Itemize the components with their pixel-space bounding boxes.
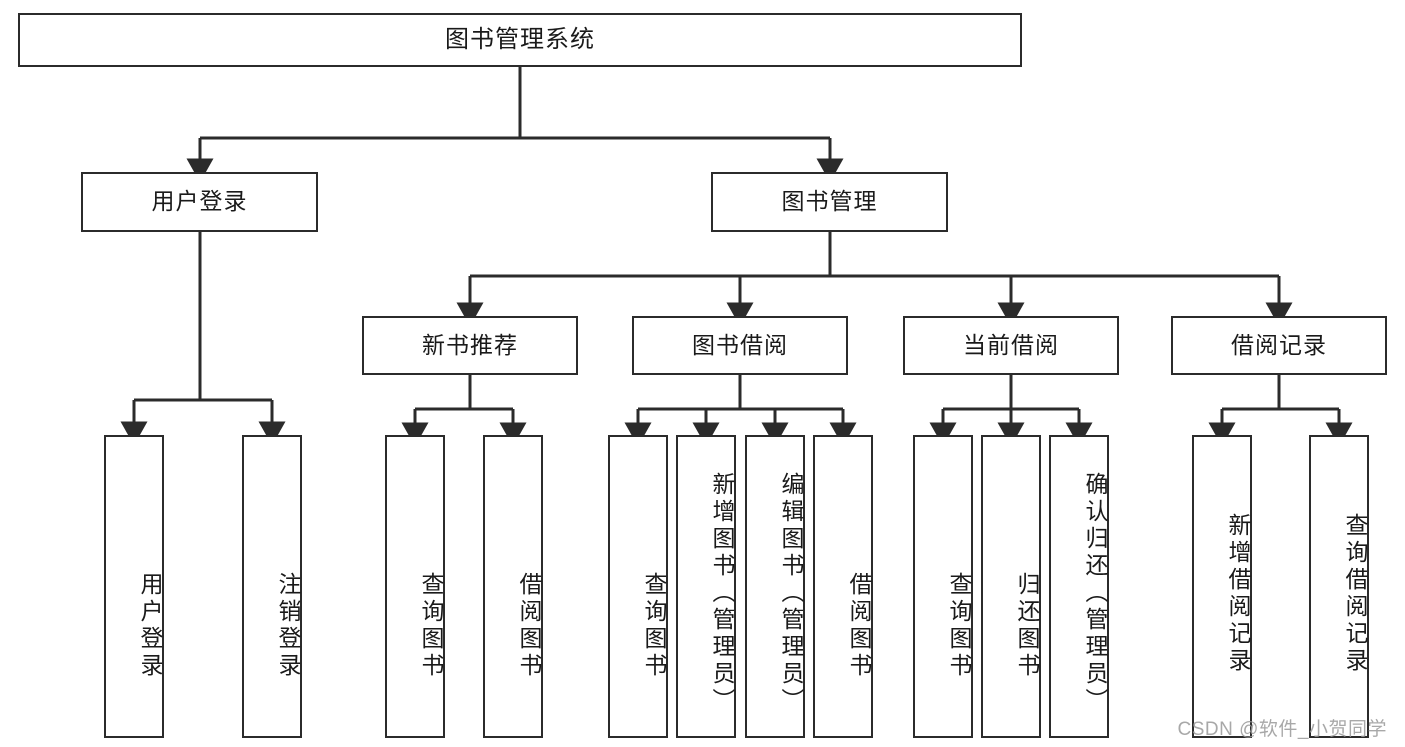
node-root-book-management-system[interactable]: 图书管理系统 (18, 13, 1022, 67)
node-label: 注销登录 (275, 571, 301, 680)
node-label: 新书推荐 (422, 331, 518, 358)
leaf-book-borrow-add-book-admin[interactable]: 新增图书（管理员） (676, 435, 736, 738)
node-label: 借阅图书 (516, 571, 542, 680)
node-label: 借阅图书 (846, 571, 872, 680)
leaf-user-login-login[interactable]: 用户登录 (104, 435, 164, 738)
node-label: 当前借阅 (963, 331, 1059, 358)
node-label: 确认归还（管理员） (1082, 472, 1108, 715)
node-label: 用户登录 (137, 571, 163, 680)
leaf-current-borrow-confirm-return-admin[interactable]: 确认归还（管理员） (1049, 435, 1109, 738)
node-label: 查询借阅记录 (1342, 512, 1368, 675)
node-new-book-recommend[interactable]: 新书推荐 (362, 316, 578, 375)
leaf-book-borrow-query-book[interactable]: 查询图书 (608, 435, 668, 738)
node-book-management[interactable]: 图书管理 (711, 172, 948, 232)
node-label: 图书管理 (781, 188, 878, 215)
node-label: 新增借阅记录 (1225, 512, 1251, 675)
node-user-login[interactable]: 用户登录 (81, 172, 318, 232)
node-label: 新增图书（管理员） (709, 472, 735, 715)
node-label: 用户登录 (151, 188, 248, 215)
node-book-borrow[interactable]: 图书借阅 (632, 316, 848, 375)
leaf-borrow-record-query-record[interactable]: 查询借阅记录 (1309, 435, 1369, 738)
node-label: 查询图书 (946, 571, 972, 680)
node-label: 查询图书 (641, 571, 667, 680)
leaf-book-borrow-borrow-book[interactable]: 借阅图书 (813, 435, 873, 738)
leaf-book-borrow-edit-book-admin[interactable]: 编辑图书（管理员） (745, 435, 805, 738)
node-label: 图书借阅 (692, 331, 788, 358)
leaf-new-book-borrow-book[interactable]: 借阅图书 (483, 435, 543, 738)
leaf-new-book-query-book[interactable]: 查询图书 (385, 435, 445, 738)
node-borrow-record[interactable]: 借阅记录 (1171, 316, 1387, 375)
watermark: CSDN @软件_小贺同学 (1177, 719, 1387, 740)
node-label: 归还图书 (1014, 571, 1040, 680)
node-label: 借阅记录 (1231, 331, 1327, 358)
leaf-borrow-record-add-record[interactable]: 新增借阅记录 (1192, 435, 1252, 738)
leaf-current-borrow-return-book[interactable]: 归还图书 (981, 435, 1041, 738)
node-label: 编辑图书（管理员） (778, 472, 804, 715)
node-label: 图书管理系统 (445, 25, 595, 53)
leaf-current-borrow-query-book[interactable]: 查询图书 (913, 435, 973, 738)
node-label: 查询图书 (418, 571, 444, 680)
leaf-user-login-logout[interactable]: 注销登录 (242, 435, 302, 738)
node-current-borrow[interactable]: 当前借阅 (903, 316, 1119, 375)
